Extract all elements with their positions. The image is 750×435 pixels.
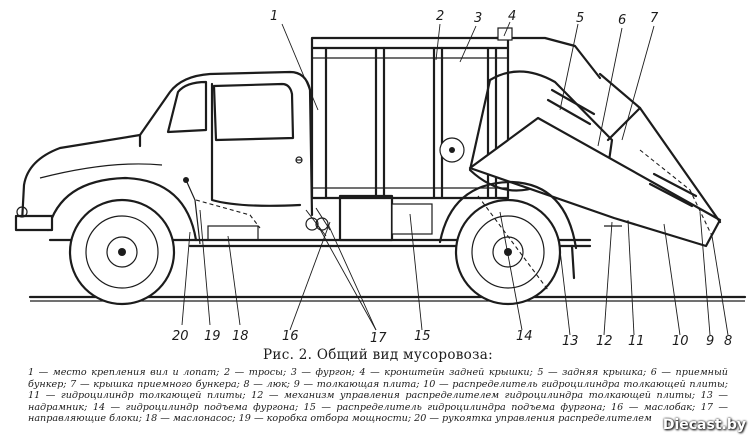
lift-cylinder [477,195,549,291]
figure-legend: 1 — место крепления вил и лопат; 2 — тро… [28,367,728,425]
truck-cab [14,70,314,245]
callout-8: 8 [724,334,732,345]
callout-1: 1 [270,9,278,24]
callout-10: 10 [672,334,689,345]
rear-hopper [439,70,722,248]
figure-caption: Рис. 2. Общий вид мусоровоза: 1 — место … [28,347,728,425]
callout-2: 2 [436,9,444,24]
figure-title: Рис. 2. Общий вид мусоровоза: [263,347,493,363]
callout-19: 19 [204,329,221,344]
garbage-truck-diagram: 1 2 3 4 5 6 7 8 9 10 11 12 13 14 15 16 1… [14,9,747,345]
callout-11: 11 [628,334,645,345]
callout-16: 16 [282,329,299,344]
callout-17: 17 [370,331,387,345]
callout-4: 4 [508,9,516,24]
callout-6: 6 [618,13,626,28]
callout-5: 5 [576,11,584,26]
watermark: Diecast.by [662,417,746,433]
callout-20: 20 [172,329,189,344]
callout-18: 18 [232,329,249,344]
callout-14: 14 [516,329,533,344]
callout-7: 7 [650,11,659,26]
callout-12: 12 [596,334,613,345]
callout-15: 15 [414,329,431,344]
callout-3: 3 [474,11,482,26]
front-wheel [68,198,176,306]
callout-13: 13 [562,334,579,345]
callout-labels: 1 2 3 4 5 6 7 8 9 10 11 12 13 14 15 16 1… [172,9,732,345]
rear-wheel [438,180,578,306]
callout-9: 9 [706,334,714,345]
van-body [310,27,602,200]
leader-lines [181,21,729,336]
